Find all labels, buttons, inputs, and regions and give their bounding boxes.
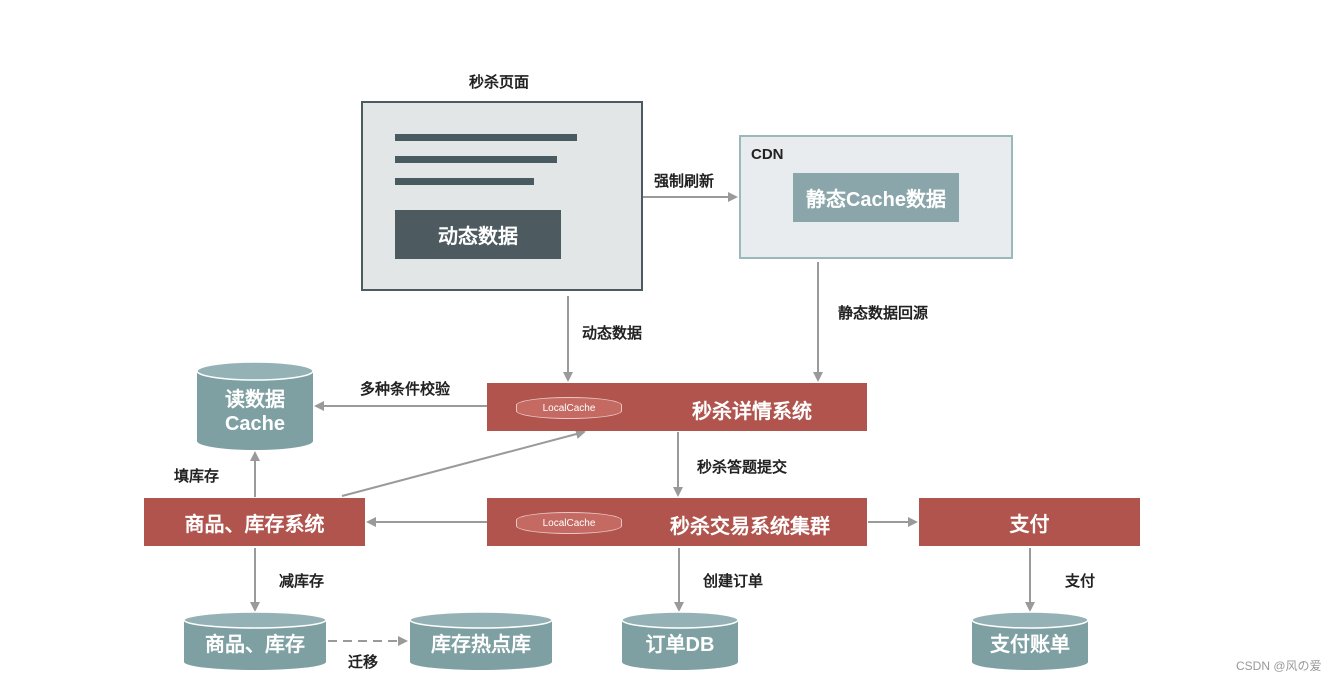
- read-cache-line1: 读数据: [225, 389, 285, 411]
- payment-bill-label: 支付账单: [990, 634, 1070, 656]
- detail-local-cache: LocalCache: [516, 397, 622, 419]
- order-db-cylinder: [621, 611, 739, 670]
- read-cache-line2: Cache: [224, 413, 286, 435]
- payment-system-name: 支付: [1009, 513, 1050, 536]
- goods-system-name: 商品、库存系统: [184, 513, 325, 536]
- text-line-2: [395, 156, 557, 163]
- trade-local-cache: LocalCache: [516, 512, 622, 534]
- seckill-trade-cluster: LocalCache 秒杀交易系统集群: [487, 498, 867, 546]
- detail-system-name: 秒杀详情系统: [692, 401, 812, 423]
- arrow-goods-to-detail: [341, 429, 586, 497]
- label-multi-condition-check: 多种条件校验: [360, 381, 451, 398]
- label-answer-submit: 秒杀答题提交: [697, 459, 788, 476]
- dynamic-data-block: 动态数据: [395, 210, 561, 259]
- read-cache-cylinder: [196, 361, 314, 450]
- order-db-label: 订单DB: [645, 634, 715, 656]
- label-reduce-inventory: 减库存: [279, 573, 325, 590]
- goods-inventory-system: 商品、库存系统: [144, 498, 365, 546]
- goods-inventory-label: 商品、库存: [205, 634, 305, 656]
- text-line-3: [395, 178, 534, 185]
- cdn-label: CDN: [751, 146, 784, 163]
- static-cache-label: 静态Cache数据: [805, 189, 947, 211]
- payment-bill-cylinder: [971, 611, 1089, 670]
- dynamic-data-block-label: 动态数据: [438, 226, 518, 248]
- hot-inventory-label: 库存热点库: [431, 634, 531, 656]
- label-static-back-to-source: 静态数据回源: [838, 305, 929, 322]
- seckill-page-box: 动态数据: [361, 101, 643, 291]
- trade-cluster-name: 秒杀交易系统集群: [670, 516, 830, 538]
- label-pay: 支付: [1065, 573, 1096, 590]
- hot-inventory-cylinder: [409, 611, 553, 670]
- seckill-detail-system: LocalCache 秒杀详情系统: [487, 383, 867, 431]
- label-fill-inventory: 填库存: [174, 468, 220, 485]
- text-line-1: [395, 134, 577, 141]
- goods-inventory-cylinder: [183, 611, 327, 670]
- label-migrate: 迁移: [348, 654, 379, 671]
- label-create-order: 创建订单: [703, 573, 764, 590]
- label-dynamic-data: 动态数据: [582, 325, 643, 342]
- static-cache-block: 静态Cache数据: [793, 173, 959, 222]
- watermark: CSDN @风の爱: [1236, 659, 1322, 673]
- payment-system: 支付: [919, 498, 1140, 546]
- page-title: 秒杀页面: [469, 74, 530, 91]
- read-cache-label: 读数据 Cache: [197, 388, 313, 436]
- label-force-refresh: 强制刷新: [654, 173, 715, 190]
- cdn-box: CDN 静态Cache数据: [739, 135, 1013, 259]
